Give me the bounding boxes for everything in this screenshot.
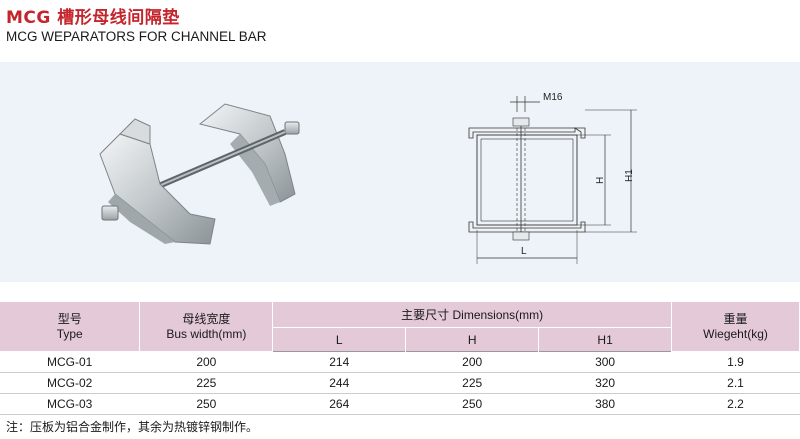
right-clamp [198,103,300,206]
left-clamp [99,118,216,245]
col-h: H [405,327,540,352]
cell-h1: 320 [538,372,673,394]
product-image [99,103,300,245]
h-label: H [595,177,606,184]
col-type-en: Type [56,326,83,341]
cell-h1: 380 [538,393,673,415]
cell-weight: 2.1 [671,372,800,394]
col-l: L [272,327,407,352]
h1-label: H1 [624,169,635,182]
cell-h: 250 [405,393,540,415]
col-type: 型号 Type [0,302,141,352]
footnote: 注：压板为铝合金制作，其余为热镀锌钢制作。 [6,420,259,434]
page-subtitle: MCG WEPARATORS FOR CHANNEL BAR [6,29,267,44]
threaded-rod [138,129,287,197]
bolt-label: M16 [543,92,563,103]
cell-width: 225 [139,372,274,394]
cell-h1: 300 [538,351,673,373]
col-weight: 重量 Wiegeht(kg) [671,302,800,352]
table-row: MCG-01 200 214 200 300 1.9 [0,351,800,373]
col-weight-en: Wiegeht(kg) [703,326,768,341]
cell-type: MCG-03 [0,393,141,415]
col-weight-cn: 重量 [723,311,748,326]
col-width: 母线宽度 Bus width(mm) [139,302,274,352]
col-h1: H1 [538,327,673,352]
cell-weight: 2.2 [671,393,800,415]
cell-l: 244 [272,372,407,394]
cell-h: 200 [405,351,540,373]
cell-l: 214 [272,351,407,373]
table-row: MCG-02 225 244 225 320 2.1 [0,372,800,394]
col-type-cn: 型号 [57,311,82,326]
col-width-cn: 母线宽度 [182,311,231,326]
table-row: MCG-03 250 264 250 380 2.2 [0,393,800,415]
cell-type: MCG-02 [0,372,141,394]
col-dims: 主要尺寸 Dimensions(mm) [272,302,673,328]
cell-type: MCG-01 [0,351,141,373]
cell-width: 200 [139,351,274,373]
cell-h: 225 [405,372,540,394]
cell-weight: 1.9 [671,351,800,373]
cell-l: 264 [272,393,407,415]
l-label: L [521,246,527,257]
spec-table: 型号 Type 母线宽度 Bus width(mm) 主要尺寸 Dimensio… [0,302,800,415]
cell-width: 250 [139,393,274,415]
dimension-drawing: M16 H H1 L [468,92,637,264]
page-title: MCG 槽形母线间隔垫 [6,8,180,28]
col-width-en: Bus width(mm) [166,326,247,341]
